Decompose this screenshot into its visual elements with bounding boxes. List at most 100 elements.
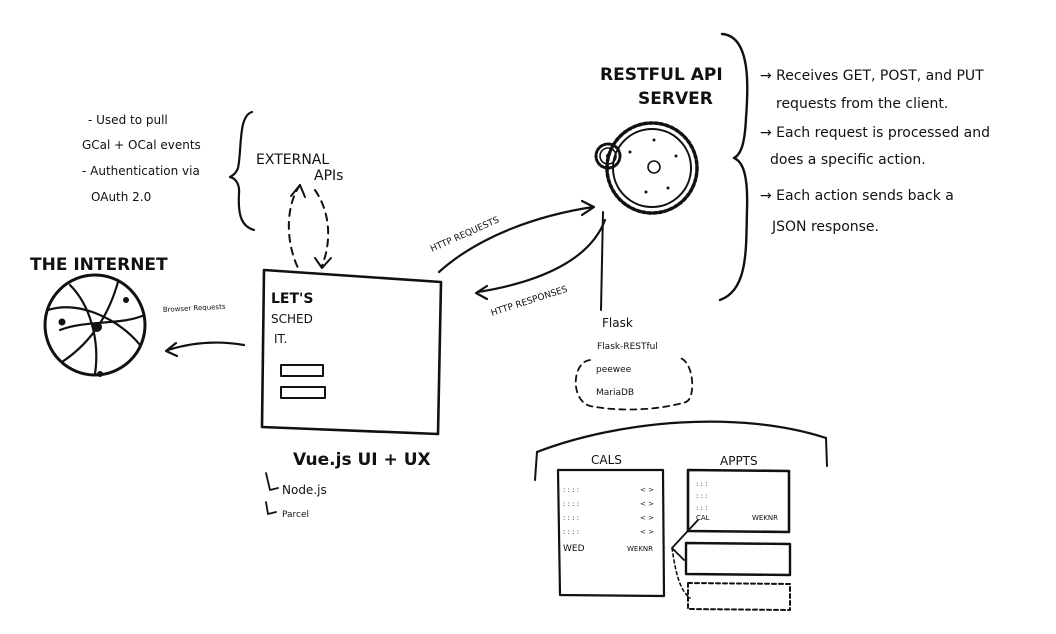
external-apis: - Used to pull GCal + OCal events - Auth…: [82, 110, 343, 269]
globe-node: [123, 297, 129, 303]
gear-dot: [666, 186, 670, 190]
cals-fields: : : : :: [563, 500, 579, 508]
gear-dot: [644, 190, 648, 194]
browser-requests-label: Browser Requests: [163, 303, 226, 314]
small-gear-icon: [594, 142, 622, 170]
app-stack-title: Vue.js UI + UX: [293, 450, 431, 470]
external-apis-note-1: - Used to pull: [88, 113, 168, 127]
arrow-head-icon: [314, 257, 332, 269]
appts-record-box: [686, 468, 791, 534]
database-wall: [825, 437, 828, 467]
server-tech-3: peewee: [596, 365, 632, 375]
server-title-1: RESTFUL API: [600, 65, 723, 85]
app-title-3: IT.: [274, 332, 287, 346]
database-tables: CALS : : : : : : : : : : : : : : : : < >…: [534, 420, 828, 611]
gear-body: [599, 147, 617, 165]
external-apis-note-4: OAuth 2.0: [91, 190, 151, 204]
arrow-head-icon: [164, 341, 179, 358]
external-apis-title-1: EXTERNAL: [256, 152, 329, 168]
gear-hub: [606, 154, 610, 158]
appts-label: APPTS: [720, 454, 758, 468]
large-gear-icon: [605, 121, 699, 215]
appts-fields: : : :: [696, 480, 708, 488]
server-tech-line: [600, 211, 604, 311]
arrow-head-icon: [580, 199, 596, 217]
globe-meridian-2: [68, 283, 98, 376]
cals-arrows: < >: [640, 500, 654, 508]
arrow-head-icon: [265, 472, 279, 491]
app-frame: [260, 268, 443, 436]
app-input-box: [280, 386, 326, 399]
appts-fields: : : :: [696, 504, 708, 512]
app-window: LET'S SCHED IT. Vue.js UI + UX Node.js P…: [260, 268, 443, 520]
external-apis-title-2: APIs: [314, 168, 343, 184]
external-apis-arrow-down: [287, 184, 301, 269]
database-wall: [534, 451, 538, 481]
server-note-4: does a specific action.: [770, 152, 926, 168]
gear-teeth: [594, 142, 622, 170]
app-stack-item-2: Parcel: [282, 510, 309, 520]
http-requests-arrow: [437, 205, 595, 274]
arrow-head-icon: [474, 284, 489, 301]
globe-node: [92, 322, 102, 332]
cals-arrows: < >: [640, 514, 654, 522]
internet-title: THE INTERNET: [30, 255, 168, 275]
gear-dot: [674, 154, 678, 158]
appts-link-arrow-dashed: [671, 547, 691, 599]
orm-db-dashed-group: [574, 357, 694, 411]
server-note-5: → Each action sends back a: [760, 188, 954, 204]
server-note-2: requests from the client.: [776, 96, 948, 112]
cals-arrows: < >: [640, 528, 654, 536]
appts-fields: : : :: [696, 492, 708, 500]
http-connectors: HTTP REQUESTS HTTP RESPONSES: [429, 199, 607, 319]
server-tech-4: MariaDB: [596, 388, 634, 398]
app-stack-item-1: Node.js: [282, 483, 327, 497]
external-apis-note-2: GCal + OCal events: [82, 138, 201, 152]
server-brace: [718, 32, 749, 302]
external-apis-note-3: - Authentication via: [82, 164, 200, 178]
http-responses-arrow: [476, 218, 607, 294]
browser-requests-connector: Browser Requests: [163, 303, 246, 358]
server-note-3: → Each request is processed and: [760, 125, 990, 141]
cals-weknr-label: WEKNR: [627, 545, 653, 553]
gear-body: [612, 128, 692, 208]
globe-meridian-4: [58, 314, 144, 332]
gear-dot: [628, 150, 632, 154]
globe-node: [97, 371, 103, 377]
external-apis-brace: [228, 110, 256, 232]
cals-table-frame: [556, 468, 666, 598]
http-responses-label: HTTP RESPONSES: [490, 285, 569, 319]
internet-globe: THE INTERNET: [30, 255, 168, 377]
appts-record-box-dashed: [687, 582, 791, 611]
arrow-head-icon: [265, 501, 277, 515]
appts-table: APPTS : : : : : : : : : CAL WEKNR: [671, 454, 792, 611]
server-tech-1: Flask: [602, 316, 633, 330]
app-title-2: SCHED: [271, 312, 313, 326]
server-note-6: JSON response.: [771, 219, 879, 235]
app-input-box: [280, 364, 324, 377]
appts-cal-label: CAL: [696, 514, 710, 522]
app-title-1: LET'S: [271, 291, 313, 307]
external-apis-arrow-up: [314, 189, 330, 267]
cals-table: CALS : : : : : : : : : : : : : : : : < >…: [556, 453, 666, 598]
cals-fields: : : : :: [563, 528, 579, 536]
database-roof: [535, 420, 828, 454]
gear-teeth: [605, 121, 699, 215]
globe-node: [58, 318, 66, 326]
cals-label: CALS: [591, 453, 622, 467]
cals-fields: : : : :: [563, 486, 579, 494]
browser-requests-arrow: [166, 341, 246, 352]
api-server: RESTFUL API SERVER → Receives GET, POST,…: [574, 32, 990, 411]
server-tech-2: Flask-RESTful: [597, 342, 658, 352]
server-note-1: → Receives GET, POST, and PUT: [760, 68, 984, 84]
gear-dot: [652, 138, 656, 142]
globe-meridian-1: [46, 306, 142, 347]
server-title-2: SERVER: [638, 89, 713, 109]
arrow-head-icon: [290, 184, 306, 198]
cals-wed-label: WED: [563, 544, 585, 554]
gear-hub: [647, 160, 661, 174]
appts-record-box: [684, 541, 792, 577]
http-requests-label: HTTP REQUESTS: [429, 215, 501, 254]
cals-fields: : : : :: [563, 514, 579, 522]
